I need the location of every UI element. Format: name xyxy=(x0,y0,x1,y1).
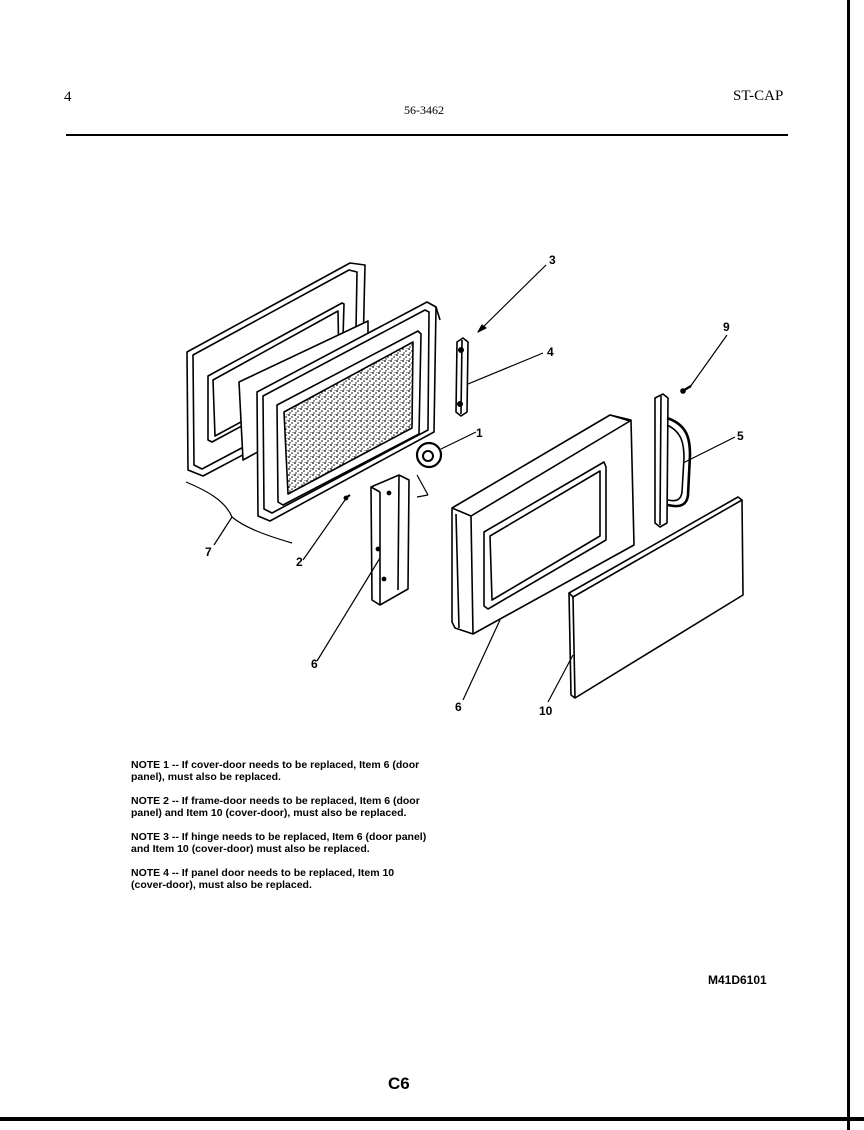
callout-6-plate: 6 xyxy=(311,657,318,671)
screw-part xyxy=(680,385,692,394)
note-1: NOTE 1 -- If cover-door needs to be repl… xyxy=(131,759,420,783)
model-code: ST-CAP xyxy=(733,88,784,104)
callout-4: 4 xyxy=(547,345,554,359)
callout-9: 9 xyxy=(723,320,730,334)
callout-labels: 3 4 1 9 5 7 2 6 6 10 xyxy=(205,253,744,718)
hinge-bracket-part xyxy=(455,337,469,417)
callout-2: 2 xyxy=(296,555,303,569)
callout-5: 5 xyxy=(737,429,744,443)
cover-door-part xyxy=(568,496,744,699)
callout-3: 3 xyxy=(549,253,556,267)
door-panel-part xyxy=(451,414,635,635)
door-handle-part xyxy=(654,393,692,528)
page-border-right xyxy=(847,0,850,1130)
small-screw-part xyxy=(343,494,351,501)
leader-lines xyxy=(185,264,736,703)
note-2: NOTE 2 -- If frame-door needs to be repl… xyxy=(131,795,420,819)
header-rule xyxy=(66,134,788,136)
notes-section: NOTE 1 -- If cover-door needs to be repl… xyxy=(131,759,551,903)
drawing-id: M41D6101 xyxy=(708,973,767,987)
page-number-left: 4 xyxy=(64,89,72,105)
callout-7: 7 xyxy=(205,545,212,559)
callout-10: 10 xyxy=(539,704,553,718)
page-code: C6 xyxy=(388,1074,410,1093)
hinge-plate-part xyxy=(370,474,410,606)
bumper-part xyxy=(415,441,443,469)
window-frame-part xyxy=(256,301,441,522)
page-border-bottom xyxy=(0,1117,864,1121)
note-4: NOTE 4 -- If panel door needs to be repl… xyxy=(131,867,395,891)
note-3: NOTE 3 -- If hinge needs to be replaced,… xyxy=(131,831,427,855)
document-number: 56-3462 xyxy=(404,103,444,117)
callout-6-panel: 6 xyxy=(455,700,462,714)
callout-1: 1 xyxy=(476,426,483,440)
